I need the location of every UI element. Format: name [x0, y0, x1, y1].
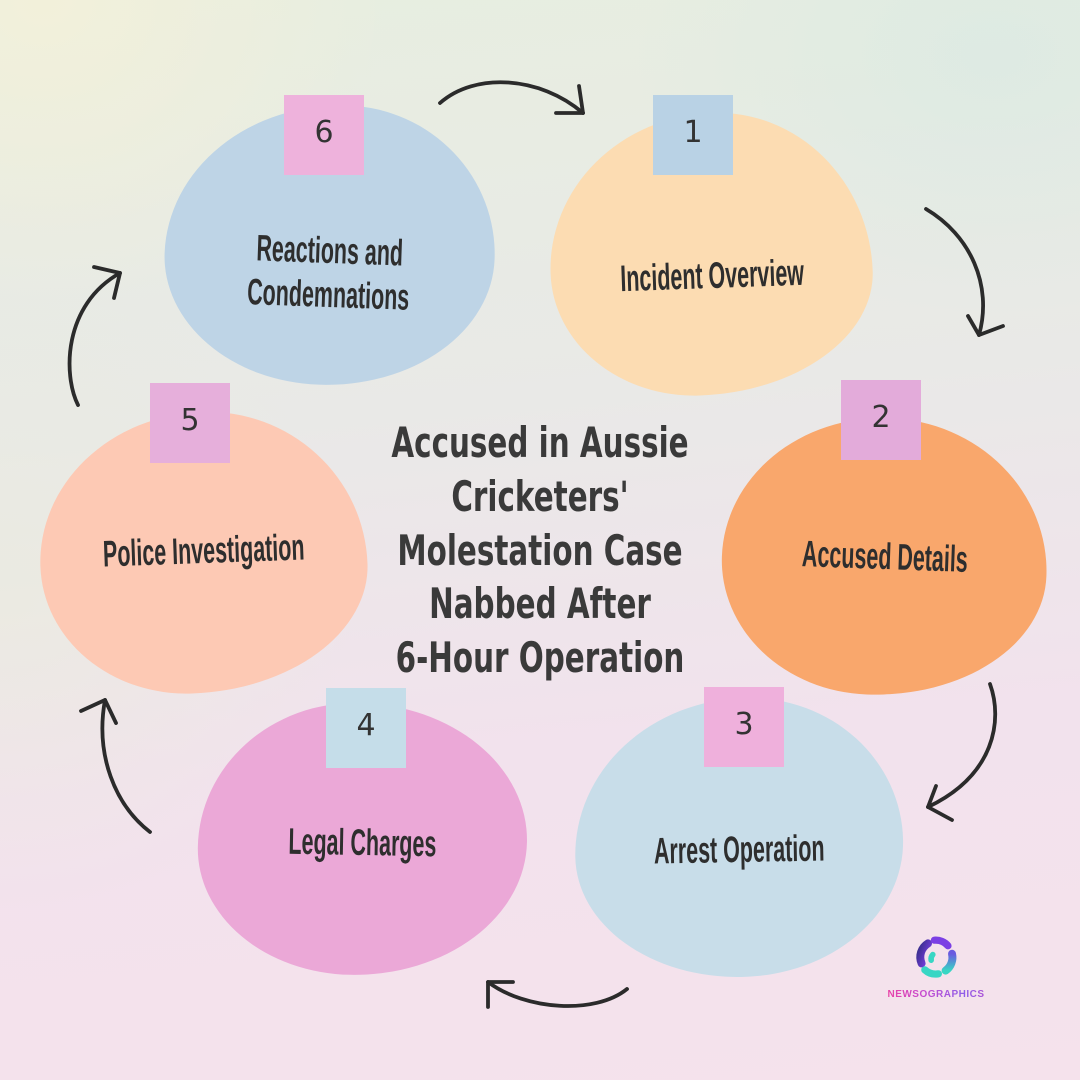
step-5-number: 5 [150, 383, 230, 463]
arrow-step1-to-step2-icon [924, 207, 1005, 337]
step-2-label: Accused Details [800, 532, 969, 580]
step-4-number: 4 [326, 688, 406, 768]
globe-swirl-icon [916, 936, 957, 978]
step-6-number: 6 [284, 95, 364, 175]
arrow-step4-to-step5-icon [79, 698, 152, 834]
page-title: Accused in Aussie Cricketers' Molestatio… [391, 418, 689, 682]
branding-block: NEWSOGRAPHICS [880, 933, 992, 1000]
arrow-step2-to-step3-icon [926, 682, 998, 822]
step-1-label: Incident Overview [619, 251, 805, 300]
step-6-label: Reactions and Condemnations [246, 227, 411, 318]
step-3-number: 3 [704, 687, 784, 767]
step-1-number: 1 [653, 95, 733, 175]
step-2-number: 2 [841, 380, 921, 460]
arrow-step3-to-step4-icon [486, 980, 629, 1009]
brand-wordmark: NEWSOGRAPHICS [880, 989, 992, 1000]
step-5-label: Police Investigation [102, 526, 305, 575]
arrow-step5-to-step6-icon [67, 265, 122, 407]
arrow-step6-to-step1-icon [438, 80, 585, 115]
step-4-label: Legal Charges [288, 820, 437, 865]
step-3-label: Arrest Operation [653, 827, 825, 872]
